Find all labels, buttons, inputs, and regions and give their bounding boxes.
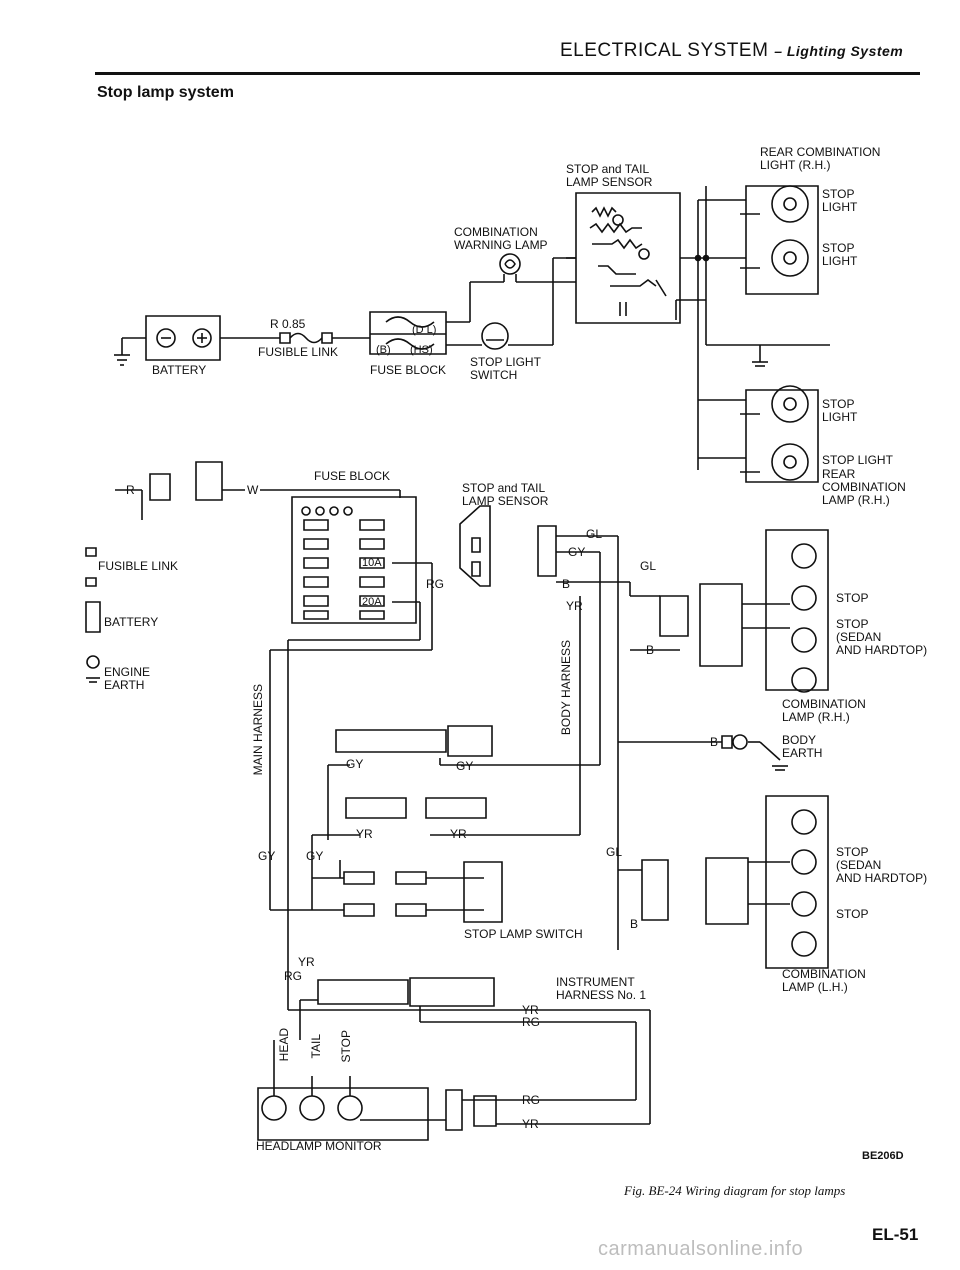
wire-gy-label-3: GY bbox=[456, 759, 474, 773]
bottom-stop-tail-sensor-label: STOP and TAIL LAMP SENSOR bbox=[462, 481, 549, 508]
legend-engine-earth: ENGINE EARTH bbox=[104, 665, 151, 692]
wire-gy-label-2: GY bbox=[346, 757, 364, 771]
sensor-connector-bottom bbox=[460, 506, 630, 950]
wire-gl-label-3: GL bbox=[606, 845, 623, 859]
wire-yr-label-6: YR bbox=[522, 1117, 539, 1131]
wire-b-label-2: B bbox=[646, 643, 655, 657]
wire-rg-label-1: RG bbox=[284, 969, 302, 983]
wire-gy-label-1: GY bbox=[568, 545, 586, 559]
wire-gl-label-1: GL bbox=[586, 527, 603, 541]
combination-warning-lamp-symbol bbox=[500, 254, 576, 282]
wire-rg-fuse-label: RG bbox=[426, 577, 444, 591]
figure-caption: Fig. BE-24 Wiring diagram for stop lamps bbox=[624, 1183, 846, 1198]
fusible-link-symbol bbox=[220, 333, 370, 343]
page-number: EL-51 bbox=[872, 1225, 919, 1244]
rh-stop-sedan-label: STOP (SEDAN AND HARDTOP) bbox=[836, 617, 928, 657]
tail-label: TAIL bbox=[309, 1034, 323, 1059]
top-fuse-block-label: FUSE BLOCK bbox=[370, 363, 447, 377]
connectors-middle bbox=[312, 726, 600, 910]
headlamp-monitor-symbol bbox=[258, 1040, 650, 1140]
headlamp-monitor-label: HEADLAMP MONITOR bbox=[256, 1139, 382, 1153]
stop-light-label-4: STOP LIGHT bbox=[822, 453, 893, 467]
stop-light-label-2: STOP LIGHT bbox=[822, 241, 858, 268]
stop-light-label-3: STOP LIGHT bbox=[822, 397, 858, 424]
lh-stop-sedan-label: STOP (SEDAN AND HARDTOP) bbox=[836, 845, 928, 885]
top-right-wiring bbox=[676, 186, 830, 470]
body-harness-label: BODY HARNESS bbox=[559, 640, 573, 736]
bottom-fuse-block-label: FUSE BLOCK bbox=[314, 469, 391, 483]
wire-w-label: W bbox=[247, 483, 259, 497]
instrument-harness-label: INSTRUMENT HARNESS No. 1 bbox=[556, 975, 647, 1002]
wire-r-label: R bbox=[126, 483, 135, 497]
wire-b-label-3: B bbox=[630, 917, 639, 931]
fusible-rating-label: R 0.85 bbox=[270, 317, 306, 331]
wire-rg-label-3: RG bbox=[522, 1093, 540, 1107]
page-header: ELECTRICAL SYSTEM – Lighting System bbox=[560, 40, 903, 62]
top-stop-tail-sensor-label: STOP and TAIL LAMP SENSOR bbox=[566, 162, 653, 189]
battery-symbol bbox=[114, 316, 220, 365]
rear-combination-lamp-label: REAR COMBINATION LAMP (R.H.) bbox=[822, 467, 906, 507]
wire-yr-label-5: YR bbox=[522, 1003, 539, 1017]
header-title: ELECTRICAL SYSTEM bbox=[560, 40, 769, 61]
wire-yr-label-2: YR bbox=[356, 827, 373, 841]
fuse-box-symbol bbox=[270, 490, 432, 1010]
wire-gl-label-2: GL bbox=[640, 559, 657, 573]
fuse-10a-label: 10A bbox=[362, 557, 382, 569]
fusible-link-label: FUSIBLE LINK bbox=[258, 345, 339, 359]
right-lamp-clusters bbox=[618, 530, 828, 968]
combination-lamp-lh-label: COMBINATION LAMP (L.H.) bbox=[782, 967, 866, 994]
legend-battery: BATTERY bbox=[104, 615, 159, 629]
rear-combination-light-label: REAR COMBINATION LIGHT (R.H.) bbox=[760, 145, 881, 172]
stop-lamp-switch-label: STOP LAMP SWITCH bbox=[464, 927, 583, 941]
wire-b-label-1: B bbox=[562, 577, 571, 591]
watermark: carmanualsonline.info bbox=[598, 1238, 804, 1260]
fuse-b-label: (B) bbox=[376, 344, 391, 356]
stop-light-label-1: STOP LIGHT bbox=[822, 187, 858, 214]
wire-gy-label-4: GY bbox=[258, 849, 276, 863]
rh-stop-label: STOP bbox=[836, 591, 869, 605]
wire-rg-label-2: RG bbox=[522, 1015, 540, 1029]
fuse-hs-label: (HS) bbox=[410, 344, 433, 356]
body-earth-label: BODY EARTH bbox=[782, 733, 823, 760]
main-harness-label: MAIN HARNESS bbox=[251, 684, 265, 776]
battery-label: BATTERY bbox=[152, 363, 207, 377]
header-rule bbox=[95, 72, 920, 75]
combination-warning-lamp-label: COMBINATION WARNING LAMP bbox=[454, 225, 548, 252]
wire-yr-label-3: YR bbox=[450, 827, 467, 841]
stop-lamp-switch-symbol bbox=[270, 862, 502, 922]
fuse-20a-label: 20A bbox=[362, 596, 382, 608]
rear-combination-bulbs bbox=[740, 186, 818, 482]
head-label: HEAD bbox=[277, 1028, 291, 1062]
fuse-block-symbol bbox=[370, 282, 504, 354]
lh-stop-label: STOP bbox=[836, 907, 869, 921]
fuse-dl-label: (D L) bbox=[412, 324, 437, 336]
header-subtitle: – Lighting System bbox=[774, 43, 904, 59]
section-title: Stop lamp system bbox=[97, 84, 234, 101]
left-legend-symbols bbox=[86, 462, 400, 682]
combination-lamp-rh-label: COMBINATION LAMP (R.H.) bbox=[782, 697, 866, 724]
wire-gy-label-5: GY bbox=[306, 849, 324, 863]
wire-yr-label-1: YR bbox=[566, 599, 583, 613]
wire-b-earth-label: B bbox=[710, 735, 719, 749]
instrument-harness-connectors bbox=[288, 978, 650, 1124]
legend-fusible-link: FUSIBLE LINK bbox=[98, 559, 179, 573]
wire-yr-label-4: YR bbox=[298, 955, 315, 969]
stop-light-switch-label: STOP LIGHT SWITCH bbox=[470, 355, 541, 382]
stop-light-switch-symbol bbox=[446, 258, 576, 349]
stop-tail-sensor-symbol bbox=[566, 193, 680, 323]
diagram-code: BE206D bbox=[862, 1150, 904, 1162]
stop-vertical-label: STOP bbox=[339, 1030, 353, 1063]
